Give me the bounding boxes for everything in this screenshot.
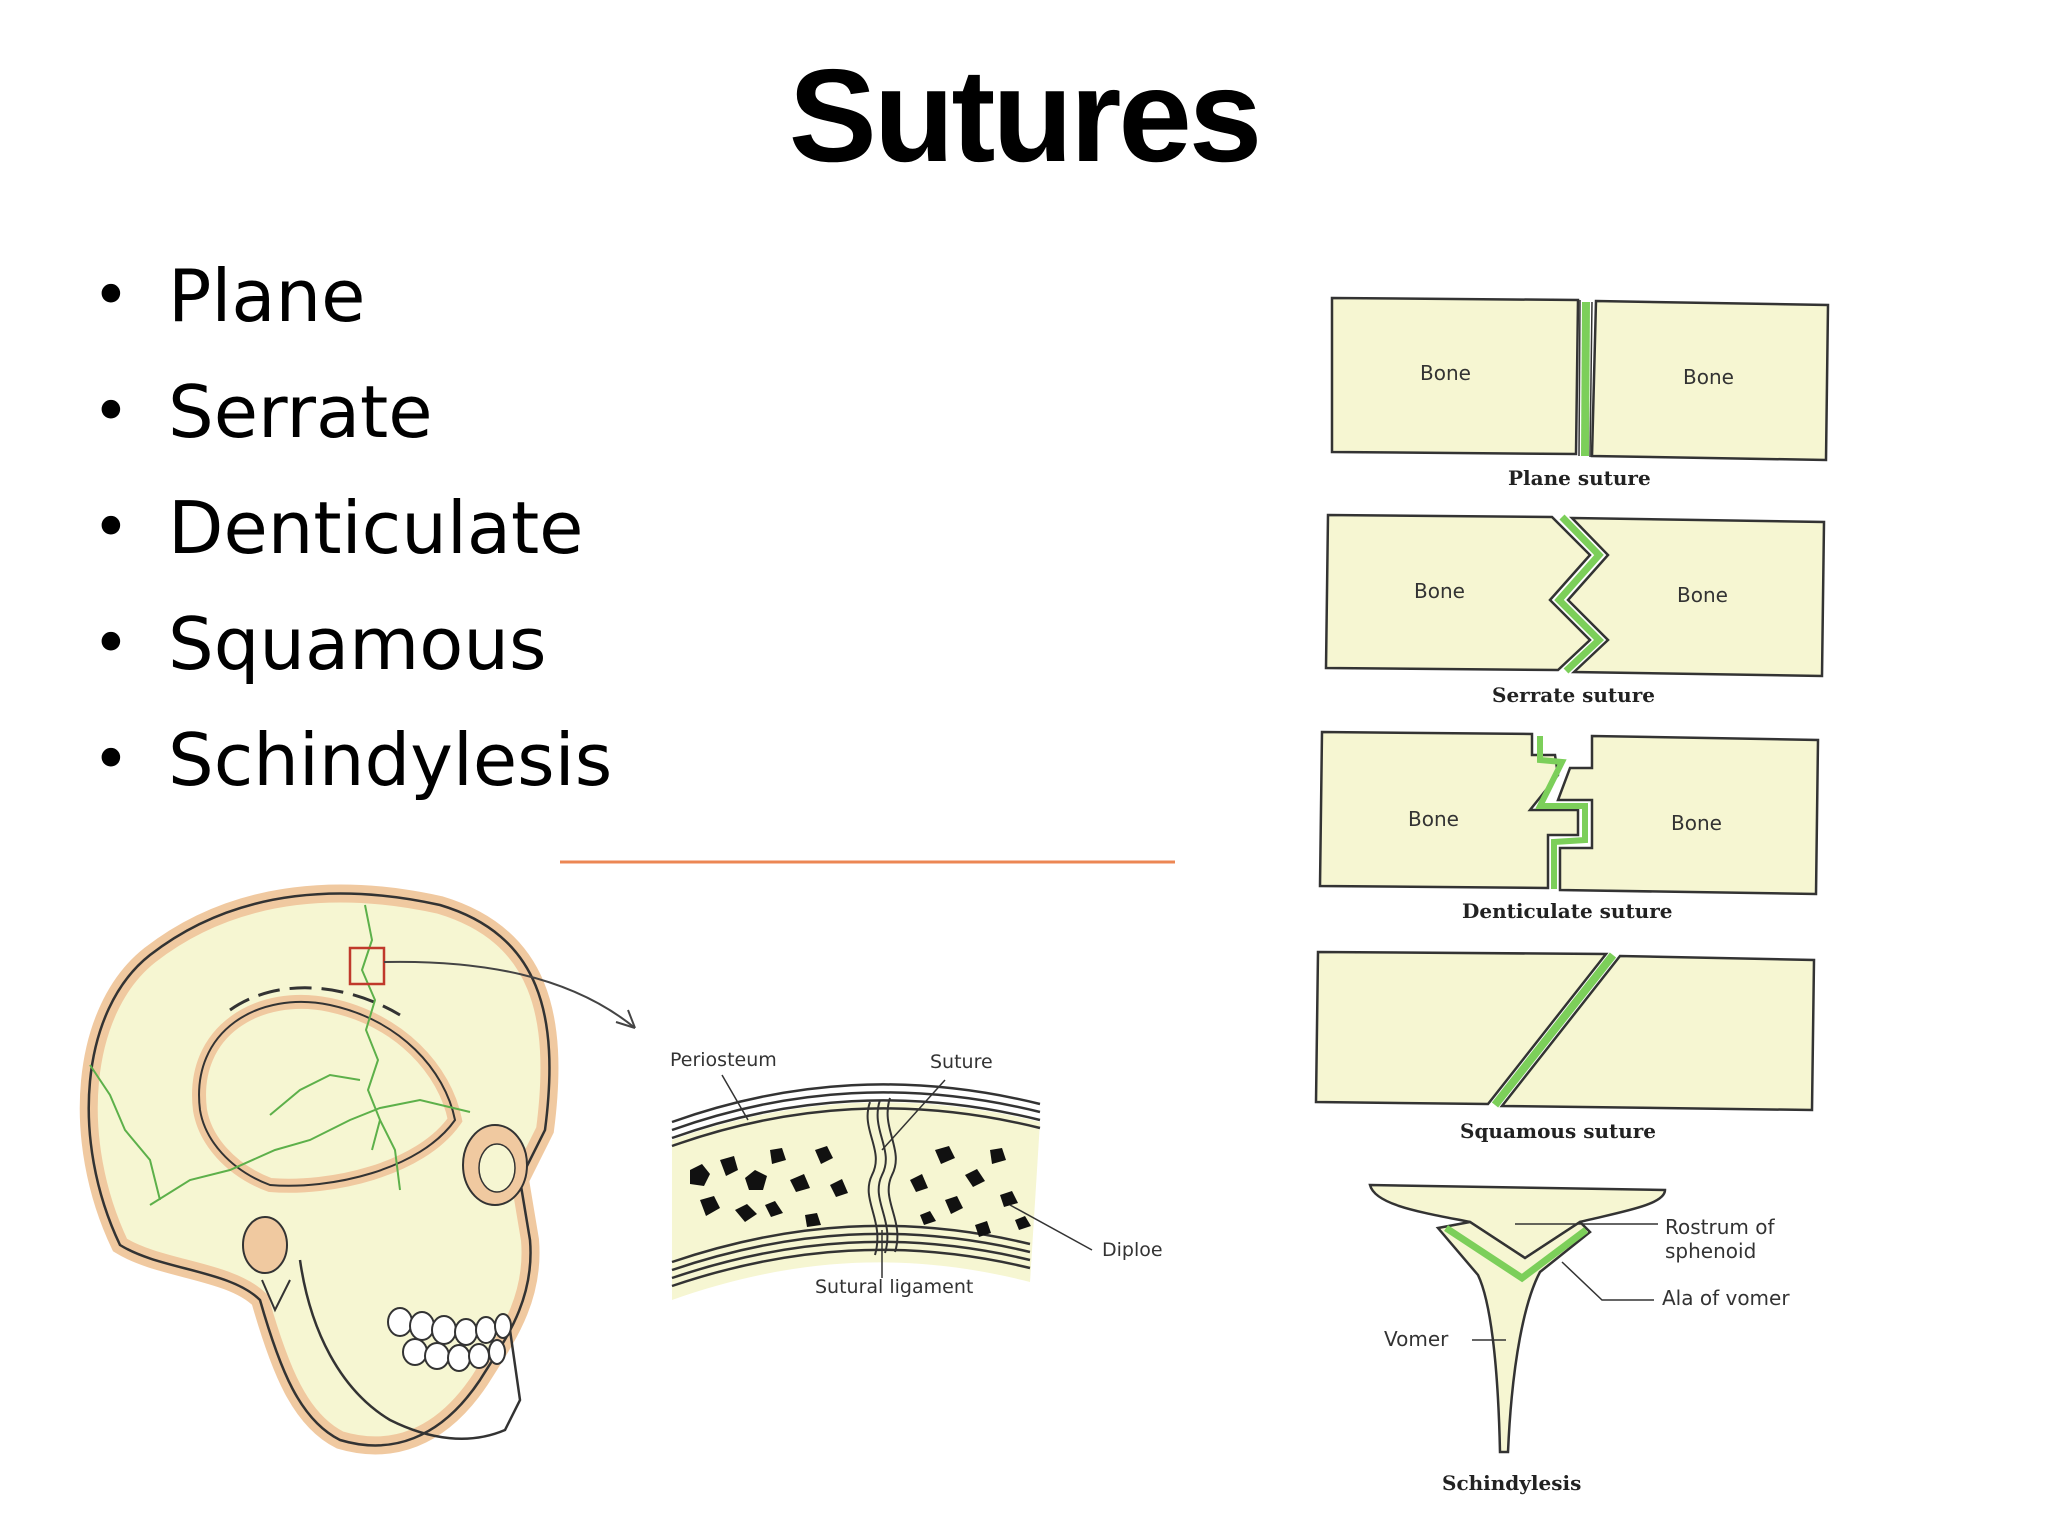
list-item: •Serrate — [92, 370, 433, 454]
denticulate-suture-diagram: Bone Bone Denticulate suture — [1318, 730, 1820, 923]
teeth — [387, 1307, 512, 1372]
bone-label: Bone — [1671, 811, 1722, 835]
bone-block-left — [1324, 513, 1592, 672]
diploe-label: Diploe — [1102, 1239, 1163, 1261]
squamous-suture-diagram: Squamous suture — [1314, 950, 1816, 1143]
sutural-ligament-label: Sutural ligament — [815, 1276, 973, 1298]
skull-suture-lines — [89, 904, 471, 1206]
bone-block-right — [1499, 954, 1816, 1112]
callout-arrow — [383, 960, 636, 1029]
caption-serrate-suture: Serrate suture — [1492, 683, 1655, 707]
bone-label: Bone — [1677, 583, 1728, 607]
bullet-text: Plane — [168, 254, 366, 338]
mandible — [298, 1259, 522, 1440]
list-item: •Schindylesis — [92, 718, 613, 802]
bone-block-left — [1318, 730, 1580, 890]
callout-box — [348, 946, 386, 986]
vomer — [1435, 1220, 1592, 1454]
sphenoid-rostrum — [1368, 1183, 1667, 1260]
slide-title: Sutures — [788, 42, 1262, 189]
suture-type-list: •Plane •Serrate •Denticulate •Squamous •… — [92, 238, 612, 818]
bullet-text: Schindylesis — [168, 718, 613, 802]
bone-block-left — [1330, 296, 1580, 456]
bone-block-right — [1590, 299, 1830, 462]
suture-gap — [1535, 736, 1588, 889]
bone-block-right — [1566, 516, 1826, 678]
bone-block-left — [1314, 950, 1609, 1106]
list-item: •Plane — [92, 254, 366, 338]
bullet-text: Serrate — [168, 370, 433, 454]
schindylesis-diagram: Rostrum of sphenoid Ala of vomer Vomer S… — [1368, 1183, 1790, 1495]
diploe-blots — [690, 1146, 1031, 1237]
plane-suture-diagram: Bone Bone Plane suture — [1330, 296, 1830, 490]
skull-figure — [79, 860, 1175, 1455]
suture-gap — [1554, 514, 1605, 674]
suture-gap — [1444, 1225, 1589, 1283]
ala-of-vomer-label: Ala of vomer — [1662, 1286, 1790, 1310]
suture-label: Suture — [930, 1051, 993, 1073]
caption-denticulate-suture: Denticulate suture — [1462, 899, 1673, 923]
bone-label: Bone — [1683, 365, 1734, 389]
list-item: •Denticulate — [92, 486, 584, 570]
vomer-label: Vomer — [1384, 1327, 1449, 1351]
bullet-text: Squamous — [168, 602, 547, 686]
bullet-text: Denticulate — [168, 486, 584, 570]
bone-block-right — [1556, 734, 1820, 896]
serrate-suture-diagram: Bone Bone Serrate suture — [1324, 513, 1826, 707]
periosteum-label: Periosteum — [670, 1049, 777, 1071]
suture-gap — [1491, 952, 1617, 1108]
caption-plane-suture: Plane suture — [1508, 466, 1651, 490]
bone-label: Bone — [1420, 361, 1471, 385]
list-item: •Squamous — [92, 602, 547, 686]
bone-label: Bone — [1408, 807, 1459, 831]
caption-schindylesis: Schindylesis — [1442, 1471, 1581, 1495]
caption-squamous-suture: Squamous suture — [1460, 1119, 1656, 1143]
suture-gap — [1581, 301, 1590, 457]
bone-label: Bone — [1414, 579, 1465, 603]
rostrum-label-line2: sphenoid — [1665, 1239, 1756, 1263]
suture-cross-section: Periosteum Suture Diploe Sutural ligamen… — [670, 1049, 1163, 1300]
rostrum-label: Rostrum of — [1665, 1215, 1775, 1239]
